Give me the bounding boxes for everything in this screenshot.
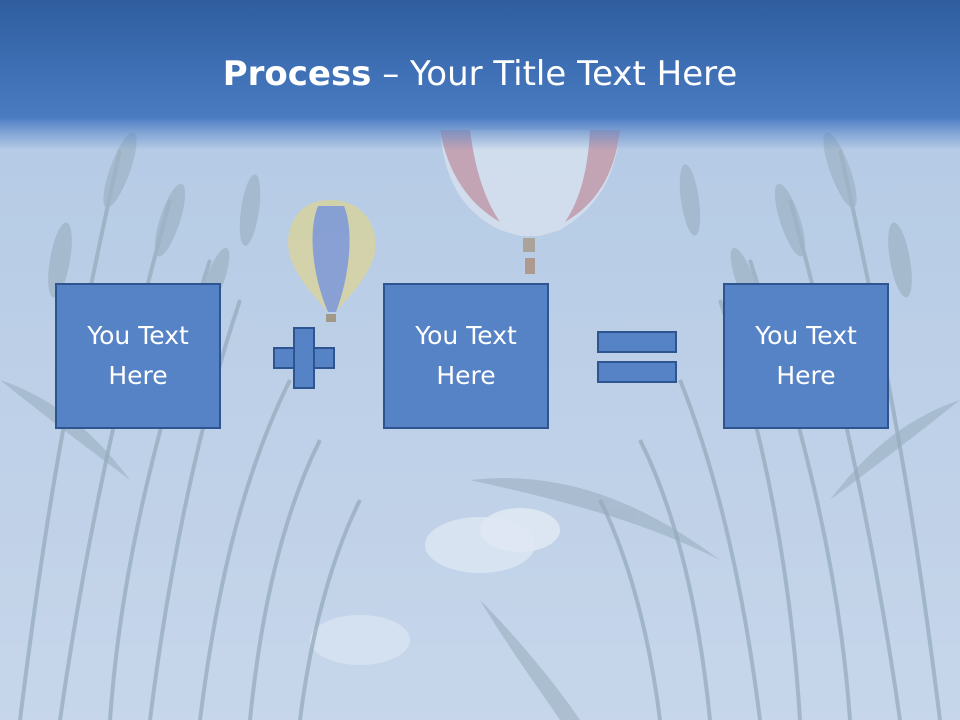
balloon-left [288,200,376,322]
process-box-2[interactable]: You Text Here [383,283,549,429]
title-bar [0,0,960,150]
box-2-text: You Text Here [415,321,517,390]
process-box-3[interactable]: You Text Here [723,283,889,429]
title-bold: Process [222,54,372,94]
box-3-text: You Text Here [755,321,857,390]
process-box-1[interactable]: You Text Here [55,283,221,429]
equals-icon [597,331,677,385]
title-rest: – Your Title Text Here [371,54,738,94]
plus-icon [273,327,335,389]
wheat-leaves [0,380,960,720]
wheat-heads [48,132,912,313]
slide-title: Process – Your Title Text Here [0,52,960,96]
balloon-center [440,130,620,274]
box-1-text: You Text Here [87,321,189,390]
